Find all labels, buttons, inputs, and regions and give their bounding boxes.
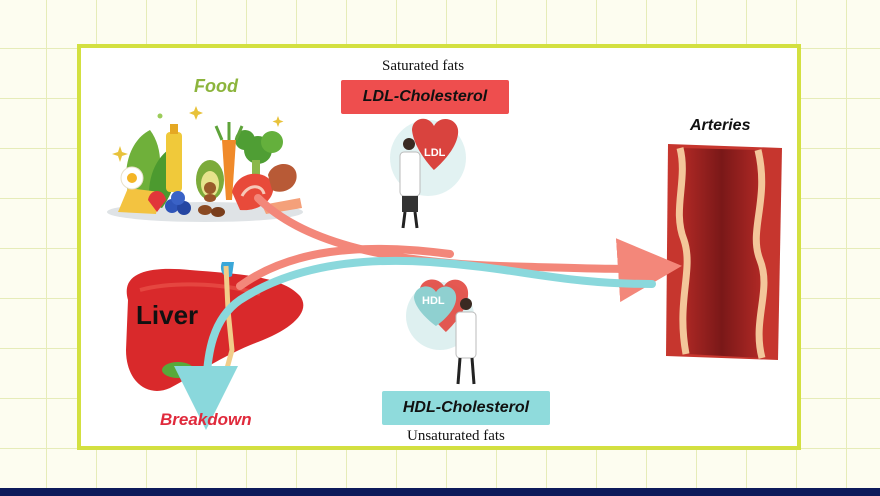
hdl-arrow	[174, 256, 656, 430]
unsaturated-fats-label: Unsaturated fats	[407, 428, 505, 444]
saturated-fats-label: Saturated fats	[382, 58, 465, 74]
ldl-cholesterol-pill: LDL-Cholesterol	[341, 80, 509, 114]
food-pile-icon	[107, 106, 303, 222]
hdl-cholesterol-pill: HDL-Cholesterol	[382, 391, 550, 425]
artery-icon	[666, 144, 782, 360]
breakdown-label: Breakdown	[160, 410, 252, 429]
ldl-doctor-icon: LDL	[390, 118, 466, 229]
liver-to-arteries-arrow	[236, 244, 454, 290]
hdl-doctor-icon: HDL	[406, 279, 477, 385]
arteries-label: Arteries	[690, 117, 751, 134]
bottom-bar	[0, 488, 880, 496]
food-label: Food	[194, 76, 238, 96]
hdl-badge: HDL	[422, 295, 445, 307]
ldl-badge: LDL	[424, 147, 446, 159]
liver-label: Liver	[136, 300, 199, 330]
